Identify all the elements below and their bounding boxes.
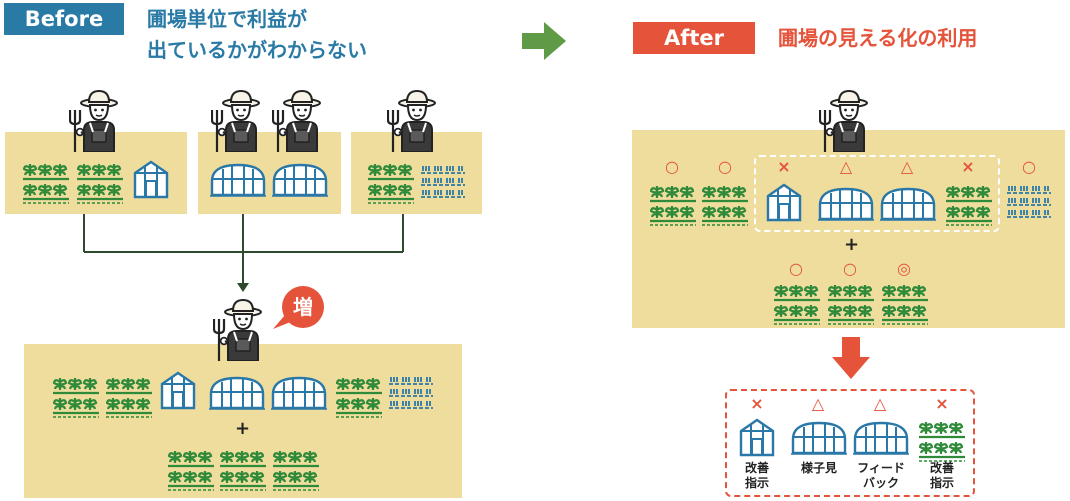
result-mark: △	[811, 394, 825, 413]
crop-icon	[650, 183, 696, 227]
wide-greenhouse-icon	[853, 421, 909, 455]
result-mark: ×	[750, 394, 764, 413]
down-arrow-icon	[832, 337, 870, 379]
result-label: 様子見	[800, 461, 837, 475]
evaluation-mark: △	[839, 157, 853, 176]
evaluation-mark: ◎	[897, 259, 911, 278]
crop-icon	[106, 375, 152, 419]
wide-greenhouse-icon	[818, 187, 874, 221]
bubble-text: 増	[293, 295, 313, 319]
wide-greenhouse-icon	[209, 376, 265, 410]
result-label: フィード バック	[857, 461, 905, 490]
farmer-icon	[213, 299, 263, 361]
result-mark: ×	[935, 394, 949, 413]
crop-icon	[53, 375, 99, 419]
greenhouse-icon	[764, 182, 804, 222]
crop-icon	[702, 183, 748, 227]
crop-icon	[882, 282, 928, 326]
right-arrow-icon	[522, 22, 566, 60]
crop-icon	[220, 448, 266, 492]
before-headline-line1: 圃場単位で利益が	[147, 7, 307, 31]
result-mark: △	[873, 394, 887, 413]
evaluation-mark: ○	[789, 259, 803, 278]
plus-sign: +	[235, 418, 251, 439]
before-badge: Before	[4, 3, 124, 35]
evaluation-mark: ○	[843, 259, 857, 278]
crop-icon	[946, 183, 992, 227]
before-headline-line2: 出ているかがわからない	[147, 38, 367, 62]
greenhouse-icon	[158, 370, 198, 410]
after-badge: After	[633, 22, 755, 54]
paddy-field-icon	[389, 373, 433, 413]
greenhouse-icon	[737, 417, 777, 457]
result-label: 改善 指示	[929, 461, 954, 490]
evaluation-mark: ○	[718, 157, 732, 176]
evaluation-mark: ×	[961, 157, 975, 176]
evaluation-mark: ○	[1022, 157, 1036, 176]
crop-icon	[168, 448, 214, 492]
after-field-panel	[632, 130, 1065, 328]
evaluation-mark: △	[900, 157, 914, 176]
greenhouse-highlight-box	[754, 155, 1000, 232]
paddy-field-icon	[1007, 182, 1051, 222]
crop-icon	[774, 282, 820, 326]
speech-bubble-icon	[273, 286, 324, 329]
evaluation-mark: ○	[665, 157, 679, 176]
crop-icon	[273, 448, 319, 492]
merge-connector	[83, 214, 404, 292]
wide-greenhouse-icon	[880, 187, 936, 221]
farmer-icon	[819, 90, 869, 152]
crop-icon	[919, 419, 965, 463]
crop-icon	[828, 282, 874, 326]
result-label: 改善 指示	[744, 461, 769, 490]
after-headline: 圃場の見える化の利用	[778, 26, 978, 50]
evaluation-mark: ×	[777, 157, 791, 176]
wide-greenhouse-icon	[271, 376, 327, 410]
wide-greenhouse-icon	[791, 421, 847, 455]
plus-sign: +	[844, 234, 860, 255]
crop-icon	[336, 375, 382, 419]
